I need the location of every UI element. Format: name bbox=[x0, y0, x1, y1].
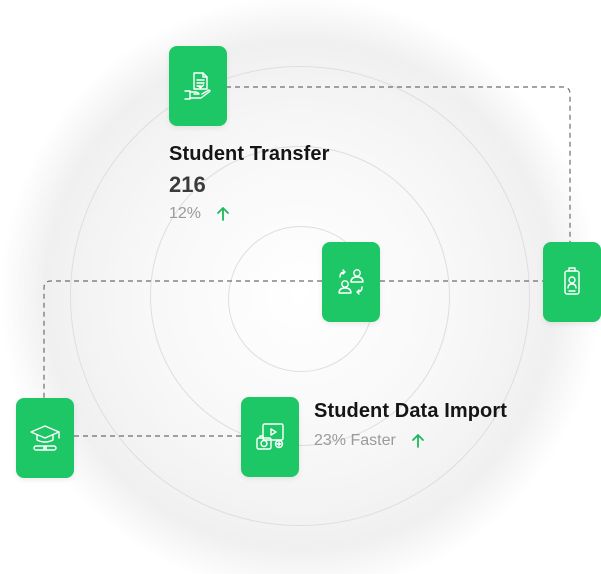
student-transfer-title: Student Transfer bbox=[169, 143, 330, 165]
id-badge-icon bbox=[564, 267, 580, 295]
student-data-import-title: Student Data Import bbox=[314, 400, 508, 422]
student-data-import-stat: 23% Faster bbox=[314, 432, 426, 450]
connector-center-to-cap bbox=[43, 280, 322, 398]
student-transfer-stat: 12% bbox=[169, 205, 231, 223]
student-transfer-count: 216 bbox=[169, 172, 206, 197]
student-data-import-tile[interactable] bbox=[241, 397, 299, 477]
ring-outer bbox=[70, 66, 530, 526]
student-transfer-tile[interactable] bbox=[169, 46, 227, 126]
id-badge-tile[interactable] bbox=[543, 242, 601, 322]
arrow-up-icon bbox=[411, 434, 424, 448]
arrow-up-icon bbox=[217, 207, 229, 221]
graduation-cap-diploma-icon bbox=[30, 425, 60, 451]
student-transfer-percent: 12% bbox=[169, 205, 202, 222]
hand-document-icon bbox=[184, 72, 211, 100]
users-exchange-icon bbox=[338, 269, 364, 295]
users-exchange-tile[interactable] bbox=[322, 242, 380, 322]
connector-transfer-to-badge bbox=[226, 86, 571, 242]
student-data-import-speed: 23% Faster bbox=[314, 432, 396, 449]
ring-middle bbox=[150, 146, 450, 446]
graduation-tile[interactable] bbox=[16, 398, 74, 478]
media-import-icon bbox=[256, 423, 284, 450]
